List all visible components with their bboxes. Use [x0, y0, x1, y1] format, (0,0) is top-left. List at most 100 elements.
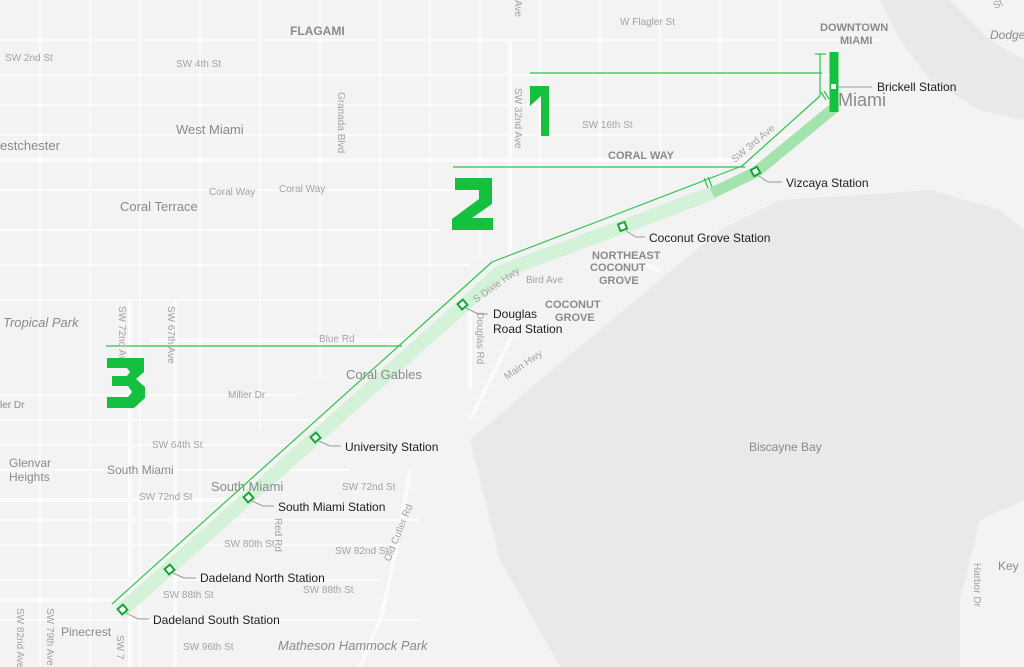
stations: Brickell Station Vizcaya Station Coconut… — [116, 80, 956, 627]
street-st-top: St — [992, 0, 1005, 12]
station-dadeland-north-label[interactable]: Dadeland North Station — [200, 571, 325, 585]
station-dadeland-north-marker[interactable] — [163, 563, 176, 576]
island-north — [950, 0, 1024, 60]
station-dadeland-south-label[interactable]: Dadeland South Station — [153, 613, 280, 627]
station-douglas-road-label-2[interactable]: Road Station — [493, 322, 562, 336]
station-coconut-grove-label[interactable]: Coconut Grove Station — [649, 231, 770, 245]
segment-ticks — [703, 90, 830, 189]
station-university-label[interactable]: University Station — [345, 440, 438, 454]
street-sw-82nd: SW 82nd St — [335, 546, 389, 557]
street-grid — [0, 0, 880, 667]
station-south-miami-marker[interactable] — [242, 491, 255, 504]
station-vizcaya[interactable]: Vizcaya Station — [749, 165, 869, 190]
biscayne-bay-water — [470, 190, 1024, 667]
segment-leaders — [106, 72, 822, 347]
label-glenvar-2: Heights — [9, 470, 50, 484]
route-outline — [111, 54, 821, 605]
street-sw-79th-ave: SW 79th Ave — [44, 608, 55, 666]
street-blue-rd: Blue Rd — [319, 334, 355, 345]
station-brickell-marker[interactable] — [831, 84, 836, 89]
street-sw-88th-a: SW 88th St — [163, 590, 214, 601]
street-sw-80th: SW 80th St — [224, 539, 275, 550]
label-flagami: FLAGAMI — [290, 24, 345, 38]
station-coconut-grove-leader — [625, 230, 637, 238]
label-ne-coconut-2: COCONUT — [590, 262, 646, 274]
street-sw-64th: SW 64th St — [152, 440, 203, 451]
street-w-flagler: W Flagler St — [620, 17, 675, 28]
station-south-miami[interactable]: South Miami Station — [242, 491, 386, 514]
place-labels: FLAGAMI DOWNTOWN MIAMI Miami West Miami … — [0, 22, 1024, 653]
label-matheson: Matheson Hammock Park — [278, 638, 429, 653]
station-coconut-grove[interactable]: Coconut Grove Station — [616, 220, 770, 245]
street-douglas-rd: Douglas Rd — [474, 312, 485, 364]
key-biscayne-land — [960, 500, 1024, 667]
station-douglas-road-marker[interactable] — [456, 298, 469, 311]
station-douglas-road-leader — [465, 307, 479, 315]
label-west-miami: West Miami — [176, 122, 244, 137]
station-dadeland-south-marker[interactable] — [116, 603, 129, 616]
label-tropical-park: Tropical Park — [3, 315, 80, 330]
street-sw-72nd-st-a: SW 72nd St — [139, 492, 193, 503]
label-coral-way: CORAL WAY — [608, 150, 675, 162]
street-miller-dr: Miller Dr — [228, 390, 266, 401]
label-downtown-2: MIAMI — [840, 35, 872, 47]
segment-1-number — [530, 86, 549, 136]
street-harbor: Harbor Dr — [971, 563, 982, 608]
segment-numbers — [107, 86, 549, 408]
street-sw-16th: SW 16th St — [582, 120, 633, 131]
label-biscayne-bay: Biscayne Bay — [749, 440, 822, 454]
station-dadeland-south[interactable]: Dadeland South Station — [116, 603, 280, 627]
street-sw-7x: SW 7 — [114, 635, 125, 660]
label-westchester: estchester — [0, 138, 61, 153]
segment-3-number — [107, 358, 145, 408]
street-red-rd: Red Rd — [272, 518, 283, 552]
street-sw-96th: SW 96th St — [183, 642, 234, 653]
label-ne-coconut-1: NORTHEAST — [592, 250, 661, 262]
station-university[interactable]: University Station — [309, 431, 439, 454]
station-brickell[interactable]: Brickell Station — [831, 80, 956, 94]
street-sw-2nd: SW 2nd St — [5, 53, 53, 64]
street-sw-82nd-ave: SW 82nd Ave — [14, 608, 25, 667]
street-coral-way-a: Coral Way — [209, 187, 255, 198]
station-south-miami-leader — [251, 500, 264, 507]
street-ave-top: Ave — [512, 0, 523, 17]
label-downtown-1: DOWNTOWN — [820, 22, 888, 34]
label-coconut-grove-1: COCONUT — [545, 299, 601, 311]
label-key: Key — [998, 559, 1019, 573]
label-dodge: Dodge — [990, 28, 1024, 42]
street-sw-88th-b: SW 88th St — [303, 585, 354, 596]
station-douglas-road[interactable]: Douglas Road Station — [456, 298, 563, 336]
street-sw-72nd-st-b: SW 72nd St — [342, 482, 396, 493]
station-vizcaya-leader — [758, 175, 769, 183]
label-south-miami-area: South Miami — [211, 479, 283, 494]
station-dadeland-north[interactable]: Dadeland North Station — [163, 563, 325, 585]
label-ne-coconut-3: GROVE — [599, 275, 639, 287]
station-coconut-grove-marker[interactable] — [616, 220, 629, 233]
street-coral-way-b: Coral Way — [279, 184, 325, 195]
street-sw-72nd-ave: SW 72nd Ave — [116, 306, 127, 367]
label-coconut-grove-2: GROVE — [555, 312, 595, 324]
station-douglas-road-label-1[interactable]: Douglas — [493, 307, 537, 321]
label-pinecrest: Pinecrest — [61, 625, 112, 639]
segment-2-number — [452, 178, 493, 230]
route-band-light — [115, 186, 715, 618]
station-university-marker[interactable] — [309, 431, 322, 444]
street-bird-ave: Bird Ave — [526, 275, 563, 286]
label-coral-gables: Coral Gables — [346, 367, 422, 382]
station-dadeland-north-leader — [172, 572, 185, 579]
street-granada: Granada Blvd — [335, 92, 346, 153]
label-miami: Miami — [838, 90, 886, 110]
street-sw-32nd-ave: SW 32nd Ave — [512, 88, 523, 149]
station-university-leader — [318, 440, 331, 447]
station-vizcaya-marker[interactable] — [749, 165, 762, 178]
station-vizcaya-label[interactable]: Vizcaya Station — [786, 176, 869, 190]
street-sw-4th: SW 4th St — [176, 59, 221, 70]
station-brickell-label[interactable]: Brickell Station — [877, 80, 956, 94]
label-ler-dr: ler Dr — [0, 400, 25, 411]
label-coral-terrace: Coral Terrace — [120, 199, 198, 214]
label-glenvar-1: Glenvar — [9, 456, 51, 470]
street-sw-67th-ave: SW 67th Ave — [165, 306, 176, 364]
label-south-miami-city: South Miami — [107, 463, 174, 477]
station-south-miami-label[interactable]: South Miami Station — [278, 500, 385, 514]
